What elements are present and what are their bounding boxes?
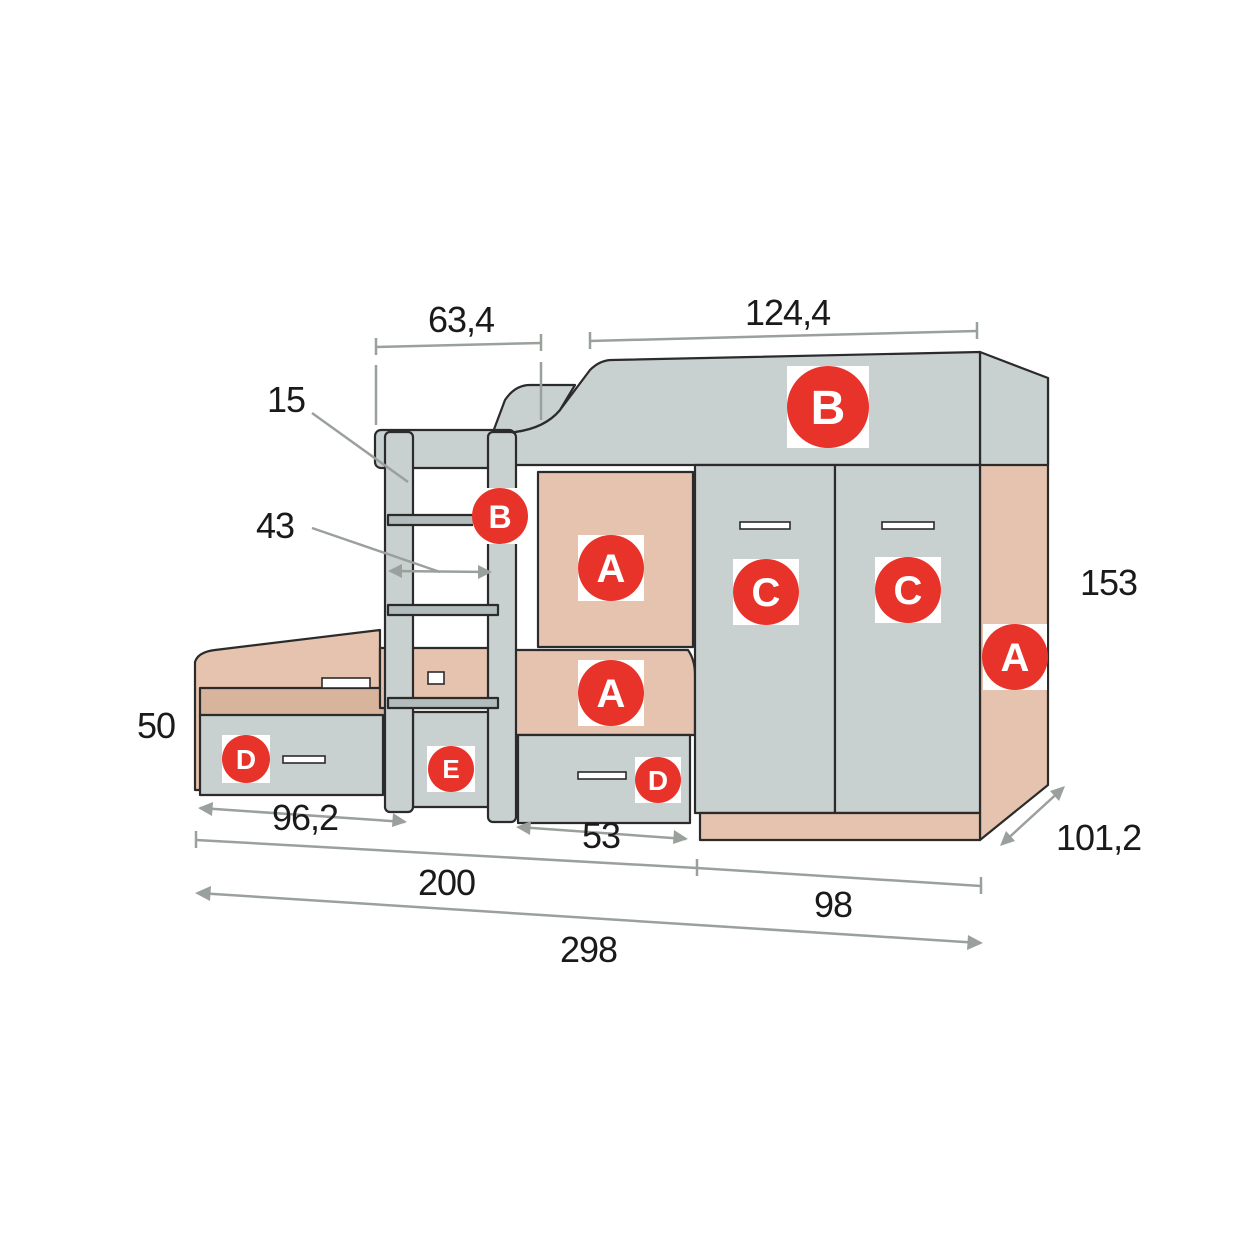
dim-arrow bbox=[388, 564, 402, 578]
dim-drawer-width: 53 bbox=[582, 815, 620, 856]
dim-depth: 101,2 bbox=[1056, 817, 1141, 858]
dim-wardrobe-width: 98 bbox=[814, 884, 852, 925]
dim-bed-length: 200 bbox=[418, 862, 475, 903]
dim-leader-43 bbox=[311, 526, 441, 574]
dim-line-top-ladder bbox=[375, 341, 542, 349]
dim-side-thickness: 15 bbox=[267, 379, 305, 420]
svg-text:A: A bbox=[1001, 636, 1030, 680]
dim-arrow bbox=[673, 830, 688, 844]
svg-text:A: A bbox=[597, 672, 626, 716]
dim-arrow bbox=[1050, 786, 1065, 801]
wardrobe-door-right-handle bbox=[881, 521, 935, 530]
dim-line-top-cabinet bbox=[589, 329, 978, 343]
dim-line-bed-length bbox=[195, 838, 698, 870]
dim-line-lower-bed bbox=[199, 806, 406, 824]
badge-wardrobe-side: A bbox=[982, 624, 1048, 690]
upper-bunk-side bbox=[978, 350, 1050, 467]
upper-bunk-body bbox=[513, 350, 982, 467]
badge-drawer-left: D bbox=[222, 735, 270, 783]
drawer-right-handle bbox=[577, 771, 627, 780]
svg-text:B: B bbox=[488, 499, 511, 535]
badge-wardrobe-door-right: C bbox=[875, 557, 941, 623]
svg-text:D: D bbox=[236, 744, 256, 775]
dim-arrow bbox=[392, 813, 407, 827]
svg-text:D: D bbox=[648, 765, 668, 796]
ladder-left-post bbox=[383, 430, 415, 814]
svg-text:E: E bbox=[442, 754, 459, 784]
dim-top-cabinet-width: 124,4 bbox=[745, 292, 830, 333]
dim-top-ladder-width: 63,4 bbox=[428, 299, 494, 340]
svg-text:C: C bbox=[752, 571, 781, 615]
dim-lower-bed-length: 96,2 bbox=[272, 797, 338, 838]
wardrobe-door-right bbox=[833, 463, 982, 815]
drawer-left-handle bbox=[282, 755, 326, 764]
badge-top-panel: B bbox=[787, 366, 869, 448]
badge-ladder-side: B bbox=[472, 488, 528, 544]
dim-arrow bbox=[967, 935, 983, 950]
svg-text:A: A bbox=[597, 547, 626, 591]
part-badges: B B A A C C A bbox=[222, 366, 1048, 803]
svg-text:C: C bbox=[894, 569, 923, 613]
lower-bed-mattress-rail bbox=[198, 686, 387, 718]
dimension-lines bbox=[194, 322, 1065, 950]
ladder-step-3 bbox=[386, 696, 500, 710]
furniture-drawing bbox=[193, 350, 1050, 842]
dim-total-length: 298 bbox=[560, 929, 617, 970]
wardrobe-plinth bbox=[698, 811, 982, 842]
wardrobe-door-left bbox=[693, 463, 837, 815]
dim-line-wardrobe bbox=[696, 866, 982, 888]
dim-line-drawer bbox=[517, 825, 687, 841]
dim-line-step bbox=[389, 569, 491, 574]
dim-arrow bbox=[1000, 831, 1015, 846]
badge-lower-headboard: A bbox=[578, 660, 644, 726]
dimension-labels: 63,4 124,4 15 43 153 50 96,2 53 101,2 20… bbox=[137, 292, 1142, 970]
svg-text:B: B bbox=[811, 382, 846, 435]
dim-line-total-length bbox=[197, 891, 981, 945]
dim-total-height: 153 bbox=[1080, 562, 1137, 603]
dim-arrow bbox=[516, 821, 531, 835]
dim-step-width: 43 bbox=[256, 505, 294, 546]
slat-bracket-right bbox=[427, 671, 445, 685]
dim-arrow bbox=[198, 802, 213, 816]
ladder-step-2 bbox=[386, 603, 500, 617]
upper-bunk-guard bbox=[488, 383, 577, 442]
wardrobe-door-left-handle bbox=[739, 521, 791, 530]
dim-arrow bbox=[478, 565, 492, 579]
dim-leader-15 bbox=[311, 411, 409, 484]
dim-lower-bed-height: 50 bbox=[137, 705, 175, 746]
badge-wardrobe-door-left: C bbox=[733, 559, 799, 625]
dim-arrow bbox=[195, 886, 211, 901]
badge-drawer-right: D bbox=[635, 757, 681, 803]
dim-line-depth bbox=[1002, 788, 1063, 844]
slat-bracket-left bbox=[321, 677, 371, 689]
badge-back-panel: A bbox=[578, 535, 644, 601]
badge-ladder-step-box: E bbox=[427, 746, 475, 792]
